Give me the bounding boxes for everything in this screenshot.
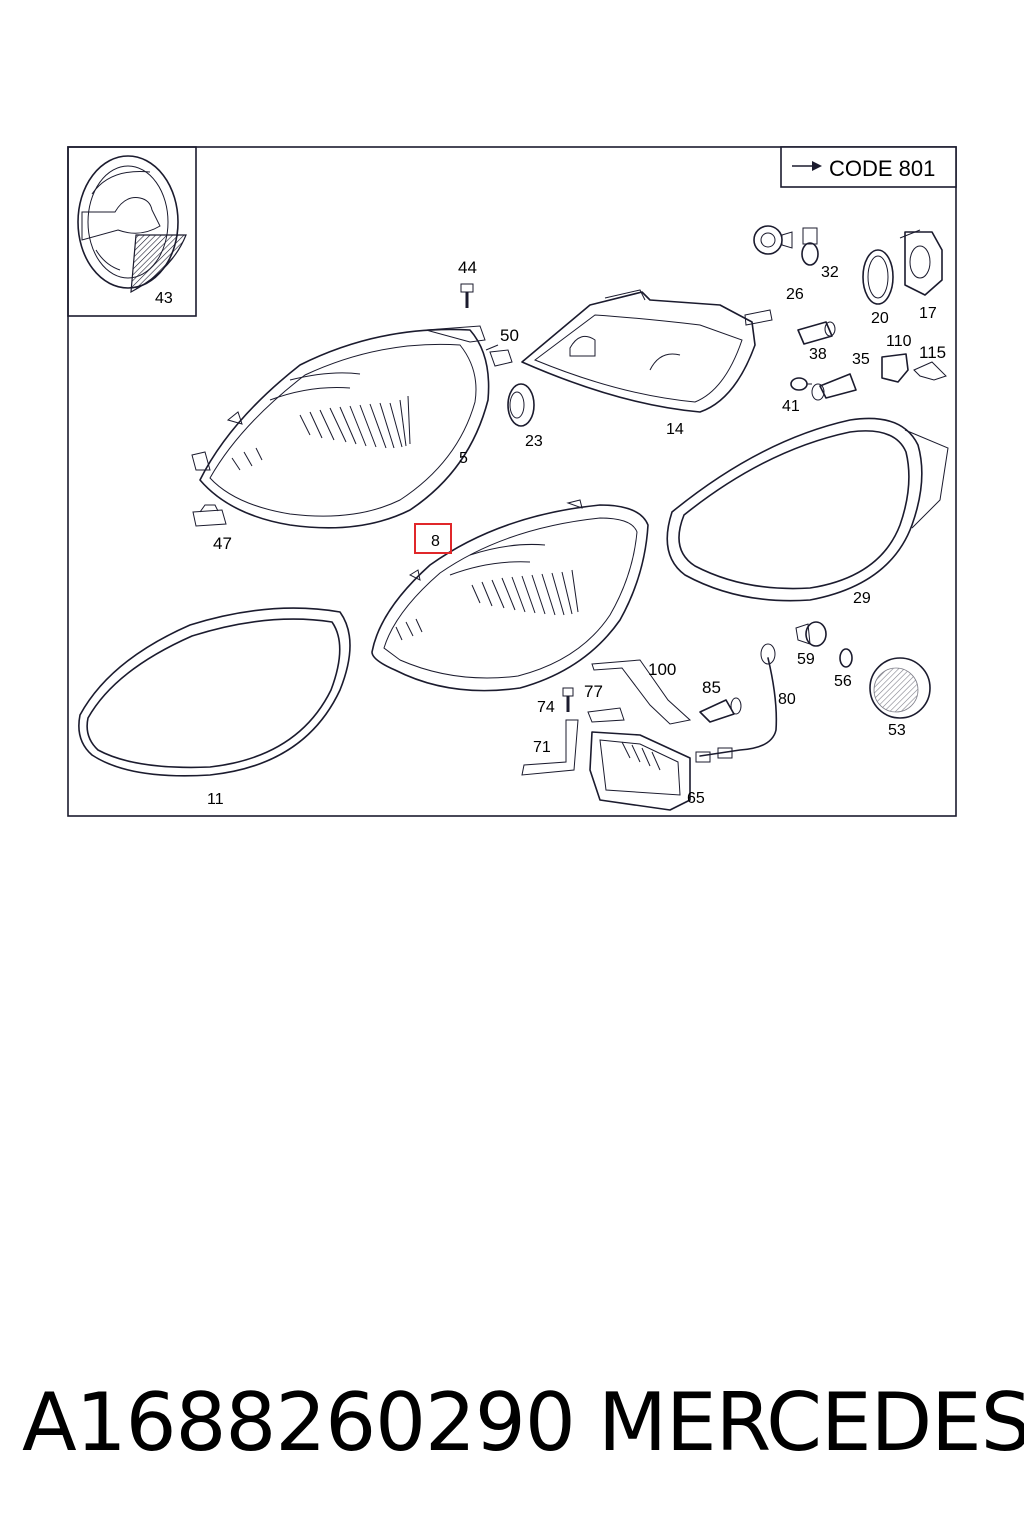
clip-47 <box>192 504 227 527</box>
callout-20: 20 <box>871 310 889 327</box>
indicator-housing-14 <box>521 289 773 413</box>
headlamp-housing-5 <box>191 325 490 529</box>
callout-115: 115 <box>919 343 946 362</box>
cap-17 <box>899 229 943 296</box>
callout-41: 41 <box>782 398 800 415</box>
bulb-41 <box>790 377 812 391</box>
highlight-box-8 <box>414 523 452 554</box>
callout-47: 47 <box>213 534 232 553</box>
callout-110: 110 <box>886 333 912 350</box>
parts-diagram: CODE 801 43 44 50 5 23 47 8 14 26 32 20 … <box>67 146 957 817</box>
clip-77 <box>587 707 625 723</box>
callout-56: 56 <box>834 673 852 690</box>
callout-44: 44 <box>458 258 477 277</box>
callout-5: 5 <box>459 450 468 467</box>
callout-77: 77 <box>584 682 603 701</box>
code-801-box <box>780 146 957 188</box>
bracket-110 <box>881 353 909 383</box>
gasket-11 <box>78 607 351 777</box>
bracket-100 <box>591 659 692 725</box>
callout-50: 50 <box>500 326 519 345</box>
bulb-56 <box>839 648 853 668</box>
brand-text: MERCEDES <box>598 1376 1024 1469</box>
bulb-35 <box>811 373 857 401</box>
bulb-85 <box>699 697 742 723</box>
callout-43: 43 <box>155 290 173 307</box>
callout-53: 53 <box>888 722 906 739</box>
callout-71: 71 <box>533 739 551 756</box>
callout-74: 74 <box>537 699 555 716</box>
callout-85: 85 <box>702 678 721 697</box>
ring-20 <box>862 249 894 305</box>
callout-8: 8 <box>431 533 440 550</box>
bulb-38 <box>797 321 836 345</box>
callout-35: 35 <box>852 351 870 368</box>
code-801-label: CODE 801 <box>829 156 935 181</box>
right-arrow-icon <box>792 161 822 171</box>
bulb-59 <box>795 621 827 647</box>
callout-26: 26 <box>786 286 804 303</box>
fog-lamp-65 <box>589 731 691 811</box>
bolt-44 <box>460 283 474 308</box>
cap-23 <box>507 383 535 427</box>
callout-59: 59 <box>797 651 815 668</box>
diagram-frame <box>67 146 957 817</box>
side-marker-53 <box>869 657 931 719</box>
callout-38: 38 <box>809 346 827 363</box>
bulb-32 <box>801 227 819 266</box>
footer-caption: A1688260290 MERCEDES <box>0 1368 1024 1478</box>
callout-80: 80 <box>778 691 796 708</box>
clip-50 <box>485 344 513 367</box>
callout-14: 14 <box>666 421 684 438</box>
callout-17: 17 <box>919 305 937 322</box>
callout-11: 11 <box>207 791 224 808</box>
wire-harness-80 <box>695 643 778 763</box>
bezel-frame-29 <box>666 417 949 602</box>
headlamp-8 <box>371 499 649 692</box>
callout-23: 23 <box>525 433 543 450</box>
bracket-71 <box>521 719 579 776</box>
callout-32: 32 <box>821 264 839 281</box>
inset-detail-43 <box>67 146 197 317</box>
callout-100: 100 <box>648 660 676 679</box>
part-number-text: A1688260290 <box>22 1376 576 1469</box>
bolt-74 <box>562 687 574 712</box>
callout-65: 65 <box>687 790 705 807</box>
socket-26 <box>753 225 793 255</box>
clip-115 <box>913 361 947 381</box>
callout-29: 29 <box>853 590 871 607</box>
